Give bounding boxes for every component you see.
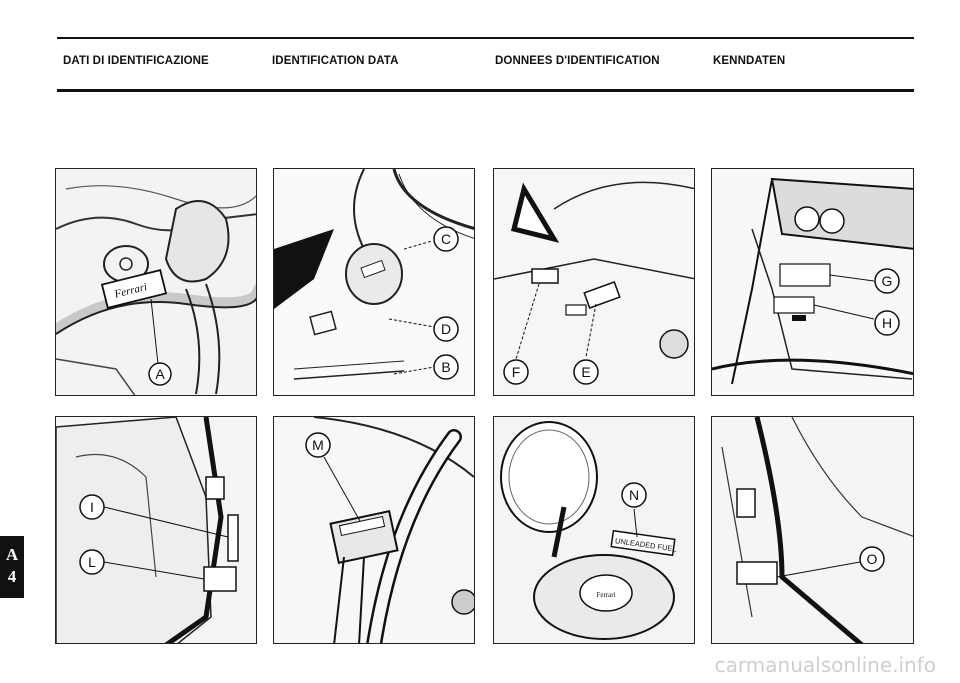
callout-a: A <box>155 366 165 382</box>
title-english: IDENTIFICATION DATA <box>272 55 399 67</box>
section-tab-number: 4 <box>7 567 17 586</box>
top-rule <box>57 37 914 39</box>
callout-b: B <box>441 359 450 375</box>
section-tab-letter: A <box>5 545 19 564</box>
header-titles: DATI DI IDENTIFICAZIONE IDENTIFICATION D… <box>0 55 960 75</box>
callout-d: D <box>441 321 451 337</box>
watermark: carmanualsonline.info <box>714 653 936 677</box>
callout-l: L <box>88 554 96 570</box>
panel-door-right: O <box>711 416 914 644</box>
section-tab: A 4 <box>0 536 24 598</box>
callout-circle-a <box>148 362 172 386</box>
panel-engine-plate: Ferrari A <box>55 168 257 396</box>
panel-front-compartment: F E <box>493 168 695 396</box>
callout-c: C <box>441 231 451 247</box>
door-left-illustration: I L <box>56 417 256 643</box>
title-german: KENNDATEN <box>713 55 786 67</box>
panel-fuel-filler: Ferrari UNLEADED FUEL N <box>493 416 695 644</box>
rear-lid-illustration: G H <box>712 169 913 395</box>
title-french: DONNEES D'IDENTIFICATION <box>495 55 660 67</box>
bottom-rule <box>57 89 914 92</box>
compartment-illustration: F E <box>494 169 694 395</box>
callout-g: G <box>882 273 893 289</box>
engine-illustration: Ferrari A <box>56 169 256 395</box>
steering-illustration: M <box>274 417 474 643</box>
front-illustration: C D B <box>274 169 474 395</box>
callout-o: O <box>867 551 878 567</box>
callout-m: M <box>312 437 324 453</box>
panel-steering: M <box>273 416 475 644</box>
fuel-filler-illustration: Ferrari UNLEADED FUEL N <box>494 417 694 643</box>
callout-f: F <box>512 364 521 380</box>
callout-n: N <box>629 487 639 503</box>
cap-logo: Ferrari <box>596 591 615 599</box>
callout-i: I <box>90 499 94 515</box>
title-italian: DATI DI IDENTIFICAZIONE <box>63 55 209 67</box>
panel-front-plates: C D B <box>273 168 475 396</box>
callout-h: H <box>882 315 892 331</box>
door-right-illustration: O <box>712 417 913 643</box>
callout-e: E <box>581 364 590 380</box>
panel-rear-lid: G H <box>711 168 914 396</box>
panel-door-left: I L <box>55 416 257 644</box>
